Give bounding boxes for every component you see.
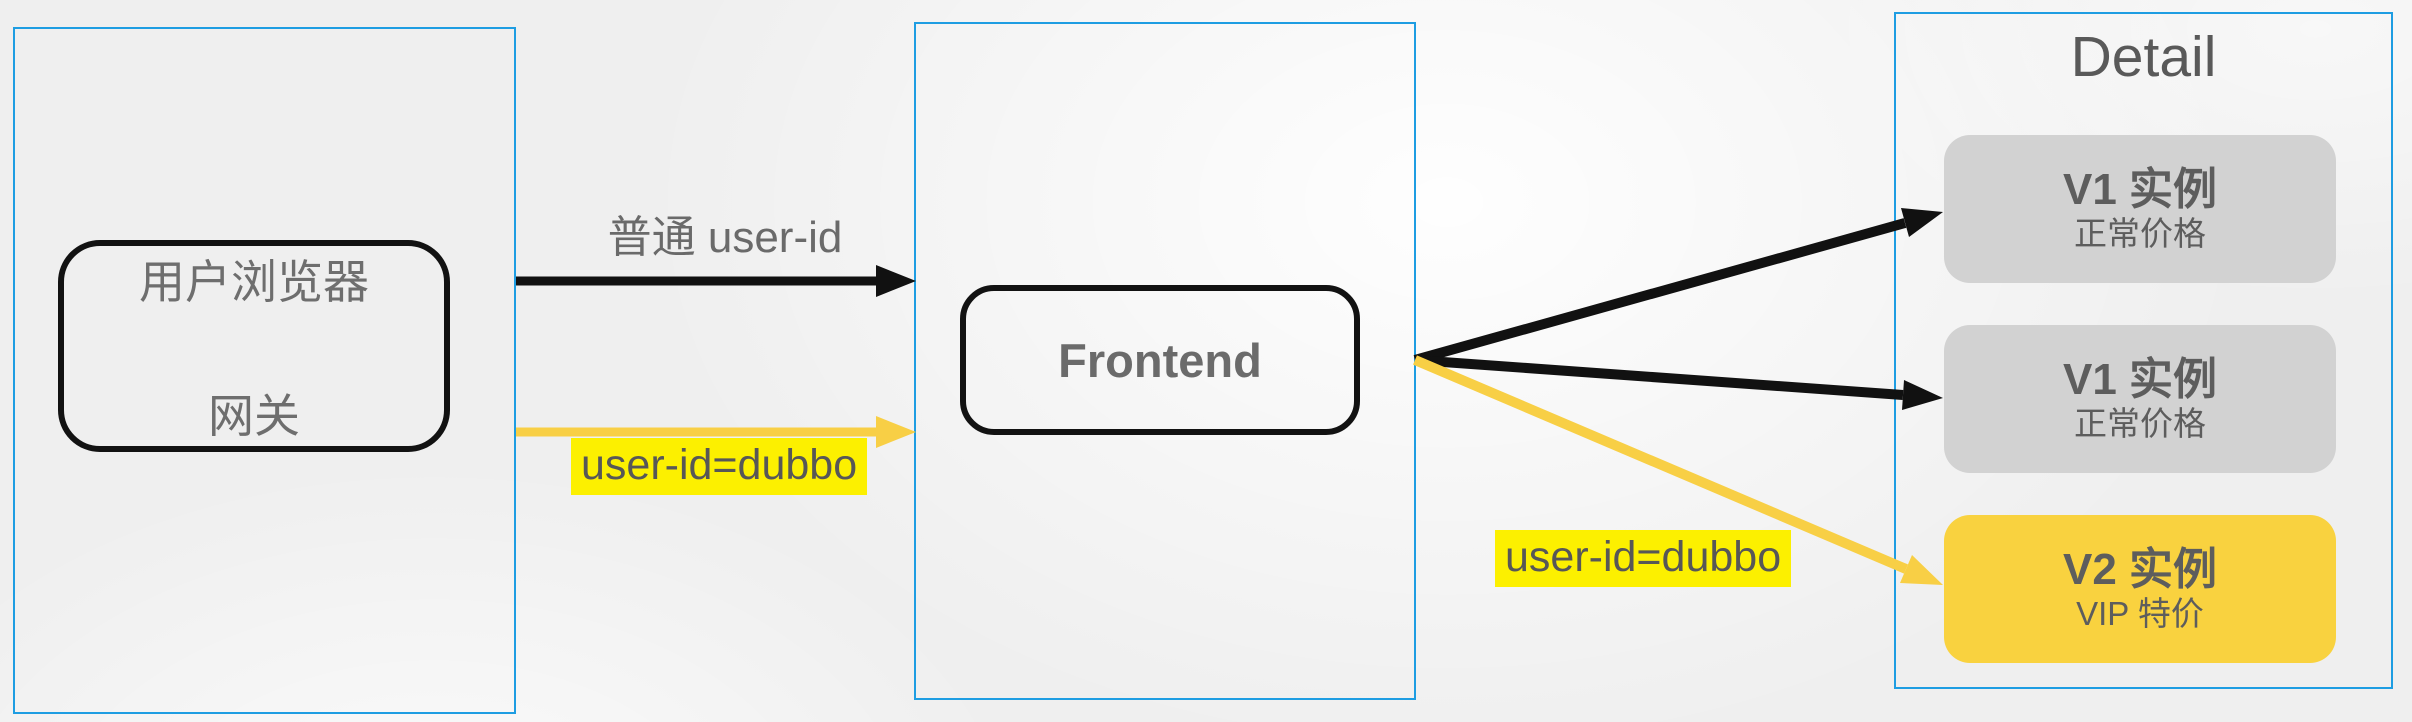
arrow-fan-top: [1413, 208, 1943, 365]
instance-desc: VIP 特价: [2076, 594, 2204, 632]
label-dubbo-right: user-id=dubbo: [1495, 530, 1792, 587]
detail-panel-title: Detail: [2070, 25, 2217, 89]
instance-name: V2 实例: [2062, 544, 2218, 594]
label-normal-userid-latin: user-id: [695, 213, 843, 262]
label-dubbo-left-text: user-id=dubbo: [571, 438, 868, 495]
instance-name: V1 实例: [2062, 354, 2218, 404]
label-dubbo-right-text: user-id=dubbo: [1495, 530, 1792, 587]
instance-v1-1: V1 实例 正常价格: [1944, 135, 2336, 283]
frontend-node: Frontend: [960, 285, 1360, 435]
label-normal-userid-cjk: 普通: [607, 213, 696, 262]
instance-desc: 正常价格: [2074, 214, 2206, 252]
instance-desc: 正常价格: [2074, 404, 2206, 442]
gateway-node-line2: 网关: [208, 390, 300, 442]
instance-v2-vip: V2 实例 VIP 特价: [1944, 515, 2336, 663]
arrow-fan-middle: [1414, 355, 1943, 410]
instance-name: V1 实例: [2062, 164, 2218, 214]
label-dubbo-left: user-id=dubbo: [571, 438, 868, 495]
instance-v1-2: V1 实例 正常价格: [1944, 325, 2336, 473]
gateway-node: 用户浏览器 网关: [58, 240, 450, 452]
label-normal-userid: 普通 user-id: [560, 201, 890, 265]
gateway-container: [13, 27, 516, 714]
frontend-node-label: Frontend: [1058, 333, 1262, 387]
gateway-node-line1: 用户浏览器: [139, 256, 369, 308]
arrow-normal-userid: [516, 265, 916, 297]
